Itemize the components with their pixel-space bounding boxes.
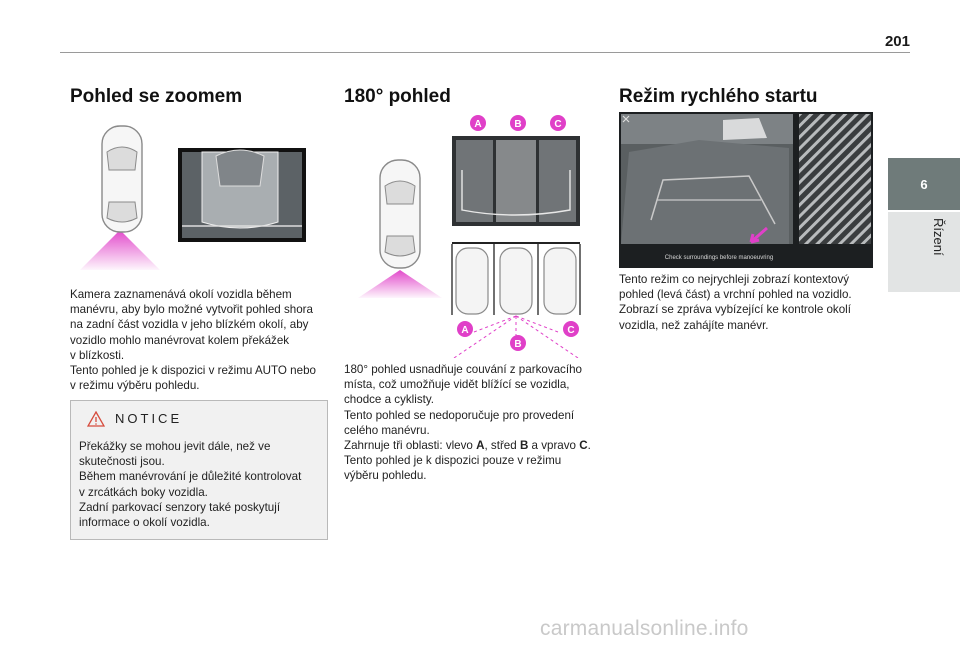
view-180-line-7: Tento pohled je k dispozici pouze v reži… <box>344 454 562 468</box>
view-180-text: 180° pohled usnadňuje couvání z parkovac… <box>344 362 600 484</box>
chapter-tab-text: Řízení <box>931 218 946 256</box>
zone-c-badge <box>550 115 566 131</box>
zone-b-label: B <box>514 119 521 130</box>
quick-start-text: Tento režim co nejrychleji zobrazí konte… <box>619 273 852 332</box>
header-rule <box>60 52 910 53</box>
view-180-line-8: výběru pohledu. <box>344 469 427 483</box>
chapter-tab-label[interactable]: Řízení <box>888 212 960 292</box>
zone-b-badge <box>510 115 526 131</box>
page-number: 201 <box>884 33 910 50</box>
parked-cars-row <box>455 247 577 315</box>
zone-a-badge <box>470 115 486 131</box>
zone-b-label-bottom: B <box>514 339 521 350</box>
zones-prefix: Zahrnuje tři oblasti: vlevo <box>344 439 477 453</box>
zone-c-badge-bottom <box>563 321 579 337</box>
quick-start-screen: Check surroundings before manoeuvring <box>619 112 873 268</box>
footer-watermark: carmanualsonline.info <box>540 617 749 640</box>
view-180-line-1: 180° pohled usnadňuje couvání z parkovac… <box>344 363 582 376</box>
view-180-zones-line: Zahrnuje tři oblasti: vlevo A, střed B a… <box>344 438 600 453</box>
pointer-arrow-icon <box>749 226 768 244</box>
top-view-panel <box>799 114 871 244</box>
zones-a: A <box>476 439 485 453</box>
zone-a-label: A <box>474 119 481 130</box>
zoom-view-heading: Pohled se zoomem <box>70 86 243 107</box>
zoom-view-illustration <box>80 125 306 270</box>
warning-icon <box>87 411 105 427</box>
parked-car-shape <box>723 118 767 140</box>
view-180-line-2: místa, což umožňuje vidět blížící se voz… <box>344 378 570 392</box>
zones-mid2: a vpravo <box>528 439 580 453</box>
zones-end: . <box>587 439 591 453</box>
zone-c-label-bottom: C <box>567 325 574 336</box>
quick-start-heading: Režim rychlého startu <box>619 86 818 107</box>
zones-mid1: , střed <box>484 439 520 453</box>
zones-b: B <box>519 439 529 453</box>
zone-c-label: C <box>554 119 561 130</box>
notice-title: NOTICE <box>115 411 183 426</box>
zone-a-label-bottom: A <box>461 325 468 336</box>
view-180-line-4: Tento pohled se nedoporučuje pro provede… <box>344 408 575 422</box>
screen-caption: Check surroundings before manoeuvring <box>665 255 773 261</box>
view-180-line-3: chodce a cyklisty. <box>344 393 434 407</box>
view-180-heading: 180° pohled <box>344 86 451 107</box>
zone-b-badge-bottom <box>510 335 526 351</box>
zones-c: C <box>579 439 588 453</box>
view-180-illustration: A B C A B C <box>358 115 581 358</box>
chapter-tab-number[interactable]: 6 <box>888 158 960 210</box>
close-icon <box>622 115 630 123</box>
camera-zone-shape <box>358 270 442 298</box>
zone-a-badge-bottom <box>457 321 473 337</box>
notice-box: NOTICE Překážky se mohou jevit dále, než… <box>70 400 328 540</box>
notice-text: Překážky se mohou jevit dále, než ve sku… <box>79 440 302 530</box>
camera-zone-shape <box>80 230 160 270</box>
view-180-line-5: celého manévru. <box>344 423 430 437</box>
zoom-view-text: Kamera zaznamenává okolí vozidla během m… <box>70 288 316 393</box>
